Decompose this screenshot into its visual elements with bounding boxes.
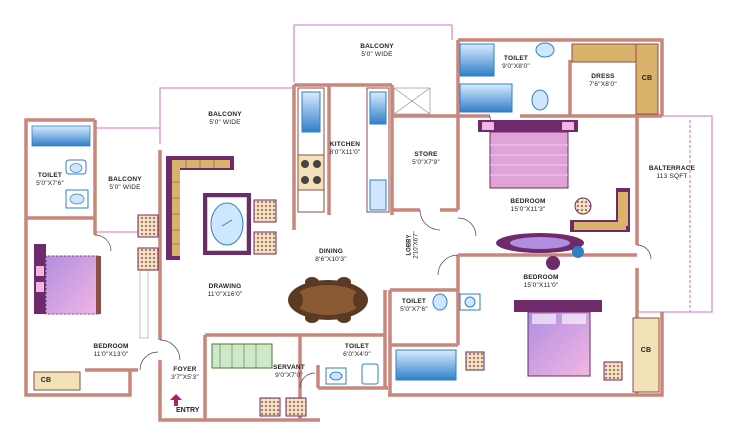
cupboard-label-right-bedroom: CB [640,347,652,354]
cupboard-label-left-bedroom: CB [40,377,52,384]
right-toilet-fixtures [395,293,481,381]
dining-furniture [288,277,368,323]
left-toilet-fixtures [31,125,91,209]
entry-label: ENTRY [176,407,200,414]
kitchen-fixtures [297,87,431,213]
servant-fixtures [211,343,379,417]
balcony-outlines [95,24,713,313]
master-toilet-fixtures [459,42,659,115]
left-bedroom-furniture [33,244,149,391]
walls [24,38,664,422]
right-bedroom-furniture [465,300,660,393]
drawing-furniture [137,156,277,271]
cupboard-label-dress: CB [641,75,653,82]
entry-arrow-icon [170,394,182,406]
master-bedroom-furniture [478,120,630,270]
